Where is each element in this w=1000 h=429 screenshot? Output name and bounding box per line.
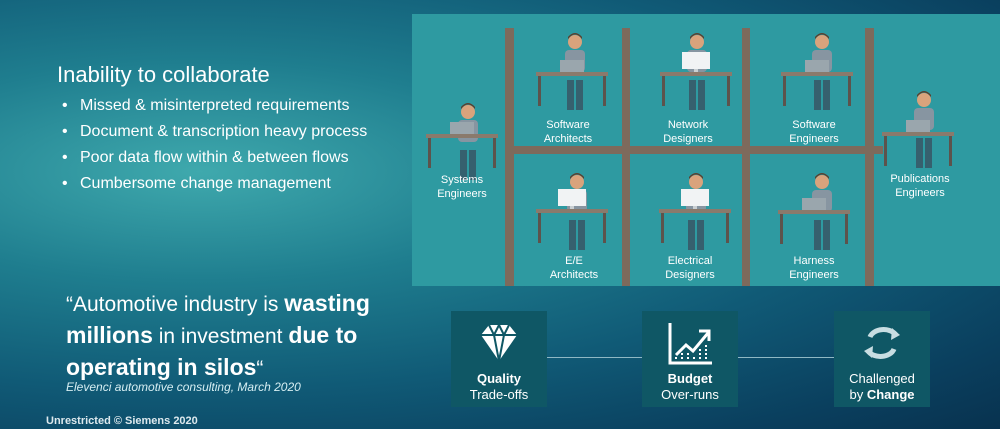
office-workers (426, 33, 954, 250)
connector-line (546, 357, 642, 358)
trend-chart-icon (668, 323, 712, 365)
bullet-list: Missed & misinterpreted requirements Doc… (60, 96, 367, 200)
bullet-item: Document & transcription heavy process (60, 122, 367, 148)
quote-source: Elevenci automotive consulting, March 20… (66, 380, 301, 394)
connector-line (738, 357, 834, 358)
bullet-item: Cumbersome change management (60, 174, 367, 200)
cycle-arrows-icon (864, 327, 900, 359)
footer-copyright: Unrestricted © Siemens 2020 (46, 415, 198, 427)
diamond-icon (481, 322, 517, 362)
slide-heading: Inability to collaborate (57, 62, 270, 87)
bullet-item: Poor data flow within & between flows (60, 148, 367, 174)
quote: “Automotive industry is wasting millions… (66, 290, 370, 380)
bullet-item: Missed & misinterpreted requirements (60, 96, 367, 122)
